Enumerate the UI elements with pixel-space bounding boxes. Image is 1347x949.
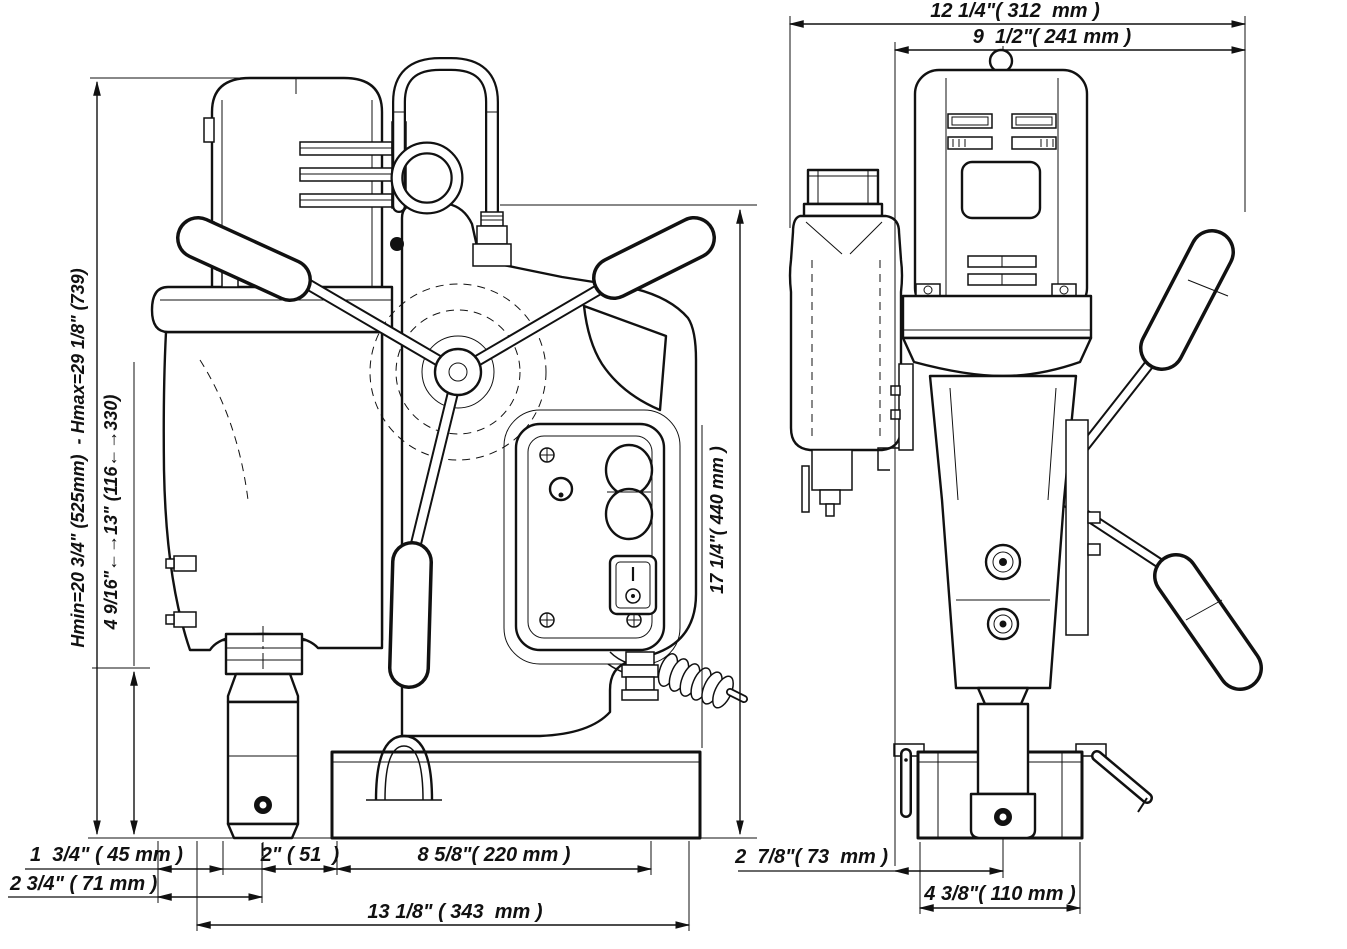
coolant-bottle [788,168,914,517]
control-panel [514,422,666,652]
dim-label-stroke-range: 4 9/16"←→13" (116←→330) [101,395,121,631]
dim-label-overall-width: 12 1/4"( 312 mm ) [930,0,1100,22]
power-cable [607,651,748,709]
handle-hub [433,347,483,397]
dim-label-71: 2 3/4" ( 71 mm ) [9,873,158,895]
panel-knob [548,476,574,502]
bottle-body [788,214,904,452]
drip-tube [801,465,810,513]
bottle-valve [811,449,853,491]
cable-coil [657,653,748,709]
clamp-lever-right [1091,750,1153,813]
dim-label-220: 8 5/8"( 220 mm ) [418,844,571,866]
motor-housing-side [913,48,1089,314]
spindle-boss [984,543,1022,641]
cable-loop [390,57,512,267]
cable-gland [480,211,504,227]
dim-label-343: 13 1/8" ( 343 mm ) [367,901,542,923]
vent-slots [947,113,1057,150]
spindle-side [969,686,1037,840]
side-plate [1065,419,1089,636]
dimension-layer: 12 1/4"( 312 mm ) 9 1/2"( 241 mm ) Hmin=… [8,0,1247,931]
handle-grips-side [1139,229,1263,691]
feed-handle [176,216,716,689]
dim-label-73: 2 7/8"( 73 mm ) [734,846,888,868]
name-plate [960,160,1042,220]
dim-label-height-range: Hmin=20 3/4" (525mm) - Hmax=29 1/8" (739… [68,268,88,647]
base-handle-loop [374,734,434,801]
panel-recess [503,409,681,665]
cooling-fins [299,141,393,208]
side-bolt [173,555,197,572]
gearbox-housing [150,259,394,676]
quill [224,632,304,676]
front-view [150,57,748,856]
arm-cutout [582,304,668,412]
dim-label-column-height: 17 1/4"( 440 mm ) [707,446,727,594]
dim-label-body-width: 9 1/2"( 241 mm ) [973,26,1132,48]
dim-label-51: 2" ( 51 ) [260,844,340,866]
top-knob [988,48,1014,74]
gearbox-side [928,374,1101,690]
arbor-assembly [226,626,300,856]
dim-label-110: 4 3/8"( 110 mm ) [923,883,1076,905]
side-view [788,46,1263,856]
rocker-switch [608,554,658,616]
dim-label-45: 1 3/4" ( 45 mm ) [30,844,183,866]
panel-buttons [604,443,654,541]
side-bolt [173,611,197,628]
clamp-lever-left [900,748,912,818]
gib-screw [390,237,404,251]
flange-side [901,283,1093,378]
magnetic-base [330,734,702,840]
